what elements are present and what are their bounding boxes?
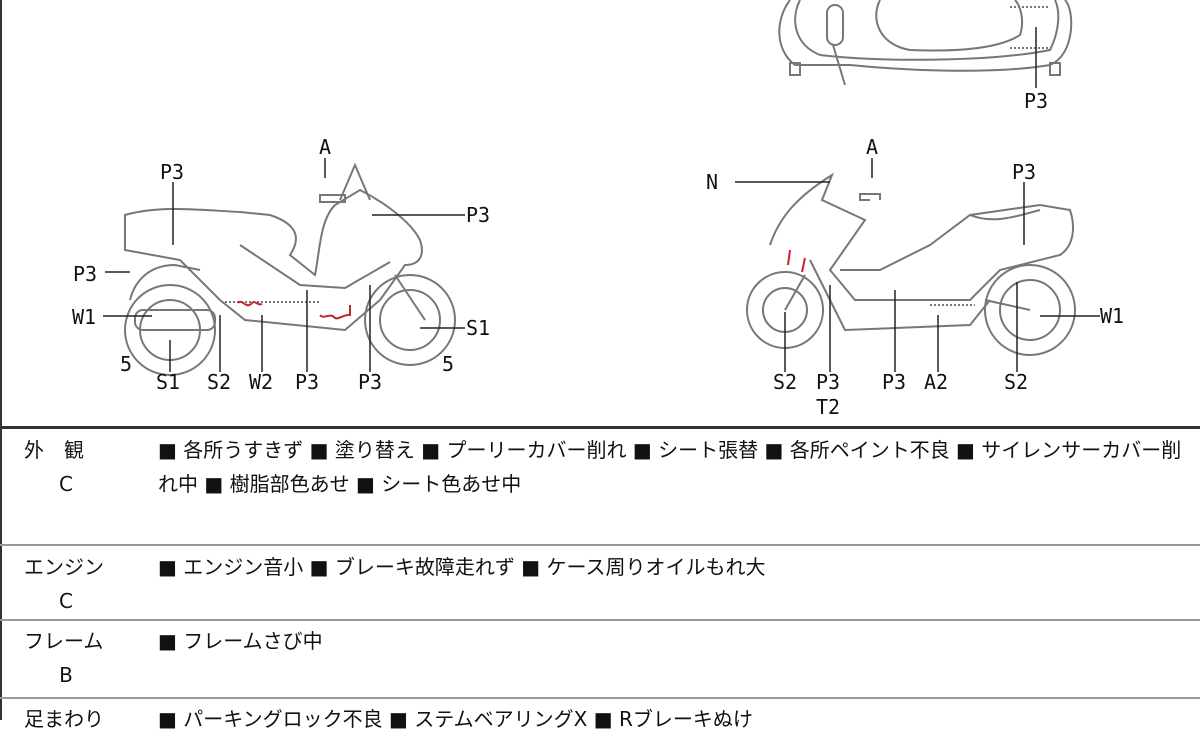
section-grade: C [59, 472, 73, 496]
label-left-s1-front: S1 [465, 316, 491, 340]
label-right-a2: A2 [923, 370, 949, 394]
label-top-p3: P3 [1023, 89, 1049, 113]
label-left-w1: W1 [71, 305, 97, 329]
section-name: エンジン [24, 555, 104, 579]
label-right-p3-leg: P3 [815, 370, 841, 394]
label-left-tire-front: 5 [441, 352, 455, 376]
label-left-tire-rear: 5 [119, 352, 133, 376]
label-right-p3-floor: P3 [881, 370, 907, 394]
label-left-p3-seat: P3 [159, 160, 185, 184]
divider [0, 697, 1200, 699]
section-name: 外 観 [24, 438, 84, 462]
scooter-top-view [778, 0, 1073, 86]
section-grade: B [59, 663, 73, 687]
divider [0, 619, 1200, 621]
section-items: ■ エンジン音小 ■ ブレーキ故障走れず ■ ケース周りオイルもれ大 [158, 555, 766, 579]
vehicle-condition-diagram: P3 A P3 P3 P3 W1 S1 5 S1 S2 W2 P3 P3 5 N… [71, 0, 1125, 419]
label-right-s2-front: S2 [772, 370, 798, 394]
label-left-p3-front: P3 [465, 203, 491, 227]
label-left-w2: W2 [248, 370, 274, 394]
label-right-s2-rear: S2 [1003, 370, 1029, 394]
section-name: 足まわり [24, 707, 104, 731]
label-left-s2: S2 [206, 370, 232, 394]
damage-marks [237, 249, 806, 320]
section-items: ■ パーキングロック不良 ■ ステムベアリングX ■ Rブレーキぬけ [158, 707, 753, 731]
divider [0, 544, 1200, 546]
label-left-p3-rear: P3 [72, 262, 98, 286]
label-left-s1-rear: S1 [155, 370, 181, 394]
label-right-w1: W1 [1099, 304, 1125, 328]
section-name: フレーム [24, 629, 104, 653]
label-right-t2: T2 [815, 395, 841, 419]
inspection-sheet [0, 0, 1200, 720]
section-items: ■ フレームさび中 [158, 629, 323, 653]
divider [0, 426, 1200, 429]
scooter-right-view [746, 172, 1076, 356]
scooter-outlines [103, 0, 1100, 376]
leader-lines [103, 27, 1100, 372]
label-right-p3-seat: P3 [1011, 160, 1037, 184]
label-right-n: N [705, 170, 719, 194]
section-items: ■ 各所うすきず ■ 塗り替え ■ プーリーカバー削れ ■ シート張替 ■ 各所… [158, 438, 1182, 496]
section-grade: C [59, 589, 73, 613]
label-left-p3-leg: P3 [357, 370, 383, 394]
label-left-a: A [318, 135, 332, 159]
scooter-left-view [124, 162, 456, 376]
label-left-p3-floor: P3 [294, 370, 320, 394]
label-right-a: A [865, 135, 879, 159]
